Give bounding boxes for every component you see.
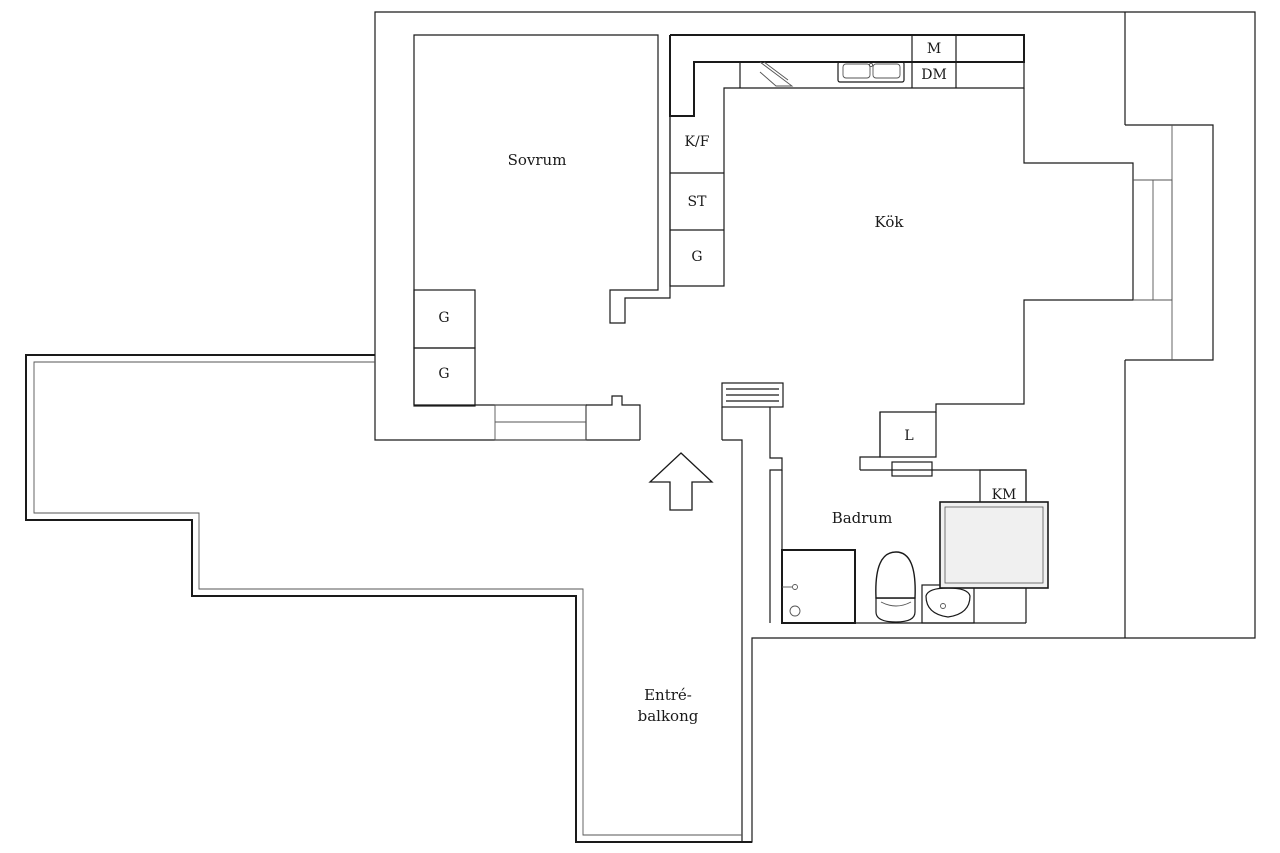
label-fridge-freezer: K/F	[685, 134, 710, 150]
room-label-kitchen: Kök	[875, 213, 905, 231]
room-label-balcony-line2: balkong	[638, 707, 699, 725]
label-bedroom-wardrobe-1: G	[438, 310, 449, 326]
bathroom-walls	[781, 469, 1049, 624]
kitchen-counter	[669, 34, 1025, 287]
vent-grille	[721, 382, 784, 623]
room-label-bedroom: Sovrum	[508, 151, 567, 169]
label-kitchen-wardrobe: G	[691, 249, 702, 265]
label-dishwasher: DM	[921, 67, 947, 83]
label-stove: ST	[688, 194, 708, 210]
label-washing-machine: KM	[992, 487, 1017, 503]
room-label-bathroom: Badrum	[832, 509, 893, 527]
balcony-outline	[25, 354, 752, 843]
label-bedroom-wardrobe-2: G	[438, 366, 449, 382]
label-linen: L	[904, 428, 913, 444]
bedroom-walls	[413, 34, 671, 441]
entrance-arrow-icon	[648, 452, 714, 511]
label-microwave: M	[927, 41, 941, 57]
room-label-balcony-line1: Entré-	[644, 686, 692, 704]
outer-walls	[374, 11, 1256, 843]
